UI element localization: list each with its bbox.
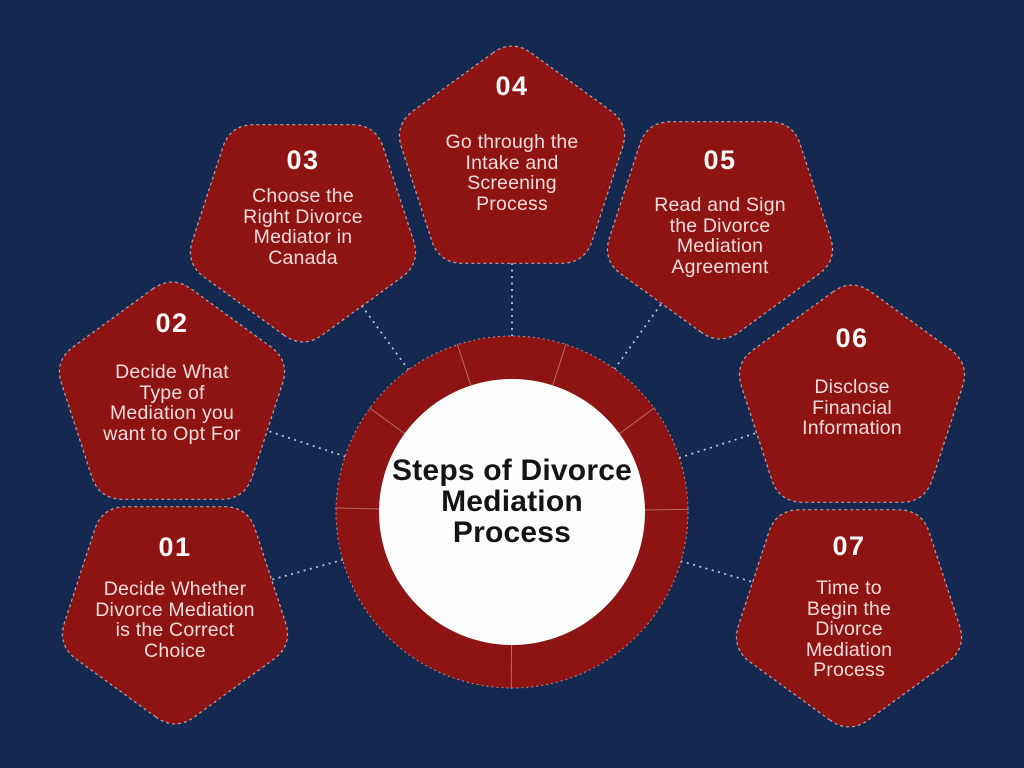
pentagon-04 (398, 45, 626, 264)
step-03-label: Choose the Right Divorce Mediator in Can… (243, 185, 363, 269)
step-07-label: Time to Begin the Divorce Mediation Proc… (805, 577, 893, 681)
step-06-number: 06 (835, 323, 869, 353)
ring-divider (368, 407, 406, 435)
step-04-label: Go through the Intake and Screening Proc… (445, 131, 579, 215)
pentagon-03 (189, 124, 417, 343)
step-02-number: 02 (155, 308, 189, 338)
pentagon-02 (58, 281, 286, 500)
diagram-title: Steps of Divorce Mediation Process (392, 454, 632, 549)
pentagon-06 (738, 284, 966, 503)
step-01-label: Decide Whether Divorce Mediation is the … (95, 578, 255, 662)
step-07-number: 07 (832, 531, 866, 561)
step-03-number: 03 (286, 145, 320, 175)
step-02-label: Decide What Type of Mediation you want t… (103, 361, 241, 445)
step-05-number: 05 (703, 145, 737, 175)
pentagon-07 (735, 509, 963, 728)
pentagon-05 (606, 121, 834, 340)
ring-divider (618, 407, 656, 435)
ring-divider (456, 343, 472, 387)
center-ring (336, 336, 688, 688)
ring-divider (643, 508, 690, 511)
ring-outline (335, 335, 689, 689)
step-01-number: 01 (158, 532, 192, 562)
pentagon-01 (61, 506, 289, 725)
ring-divider (334, 507, 381, 510)
ring-divider (551, 343, 567, 387)
step-04-number: 04 (495, 71, 529, 101)
center-circle (379, 379, 645, 645)
step-06-label: Disclose Financial Information (802, 376, 902, 439)
step-05-label: Read and Sign the Divorce Mediation Agre… (654, 194, 786, 278)
